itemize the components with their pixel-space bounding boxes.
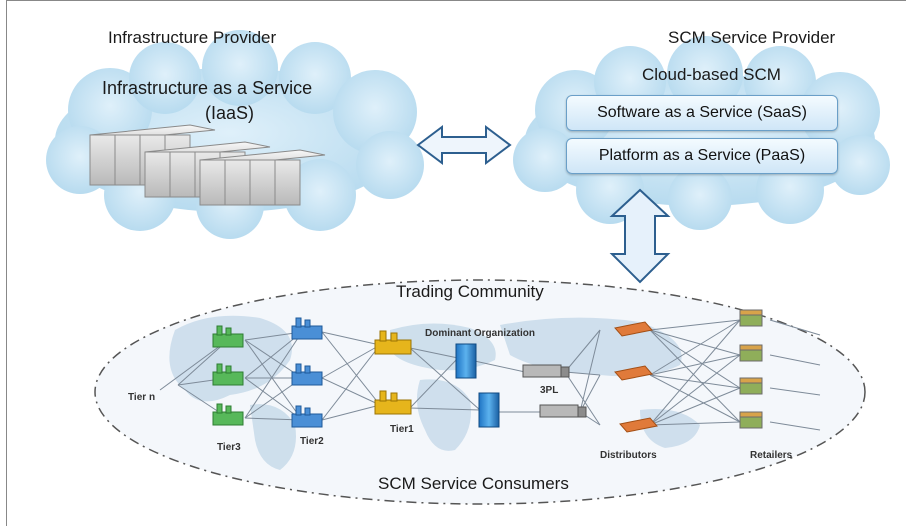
- retailer-store-icon: [739, 309, 763, 429]
- tier2-factory-icon: [291, 317, 323, 428]
- tier3-factory-icon: [212, 325, 244, 426]
- vertical-arrow-icon: [609, 188, 671, 284]
- cloud-based-scm-label: Cloud-based SCM: [642, 65, 781, 84]
- paas-box: Platform as a Service (PaaS): [566, 138, 838, 174]
- scm-service-consumers-label: SCM Service Consumers: [378, 474, 569, 493]
- 3pl-truck-icon: [522, 364, 587, 418]
- saas-box: Software as a Service (SaaS): [566, 95, 838, 131]
- tier2-label: Tier2: [300, 436, 324, 447]
- infrastructure-provider-label: Infrastructure Provider: [108, 28, 277, 47]
- 3pl-label: 3PL: [540, 385, 559, 396]
- tier3-label: Tier3: [217, 442, 241, 453]
- distributors-label: Distributors: [600, 450, 657, 461]
- iaas-title-line1: Infrastructure as a Service: [102, 78, 313, 98]
- dominant-organization-building-icon: [455, 343, 500, 428]
- distributor-warehouse-icon: [614, 321, 658, 433]
- retailers-label: Retailers: [750, 450, 793, 461]
- scm-service-provider-label: SCM Service Provider: [668, 28, 836, 47]
- bidirectional-arrow-icon: [416, 125, 512, 165]
- tier-n-label: Tier n: [128, 392, 156, 403]
- dominant-organization-label: Dominant Organization: [425, 328, 535, 339]
- tier1-factory-icon: [374, 330, 412, 415]
- tier1-label: Tier1: [390, 424, 414, 435]
- server-rack-icon: [89, 124, 326, 206]
- iaas-title-line2: (IaaS): [205, 103, 255, 123]
- trading-community-title: Trading Community: [396, 282, 544, 301]
